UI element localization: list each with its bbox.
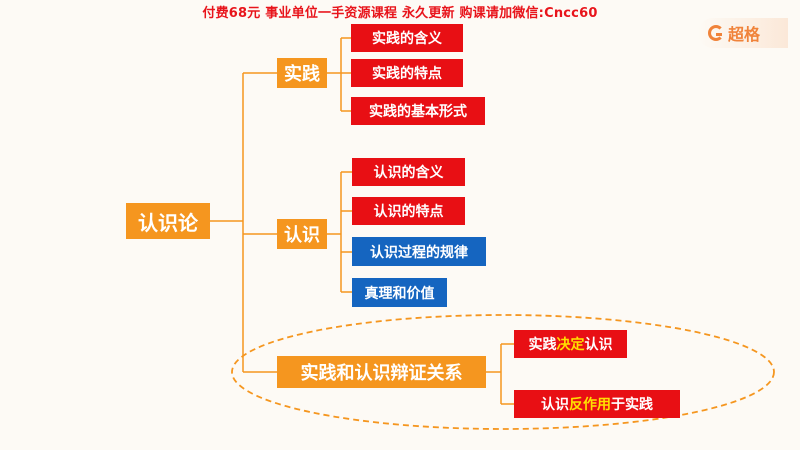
practice-node: 实践: [277, 58, 327, 88]
text-part: 于实践: [611, 397, 653, 413]
logo-icon: [708, 25, 724, 41]
text-part: 认识: [584, 337, 613, 353]
cognition-item: 认识的含义: [352, 158, 465, 186]
cognition-node: 认识: [277, 219, 327, 249]
brand-logo: 超格: [698, 18, 788, 48]
highlight-text: 决定: [556, 337, 585, 353]
text-part: 实践: [528, 337, 557, 353]
dialectic-item-react: 认识反作用于实践: [514, 390, 680, 418]
highlight-ellipse: [231, 314, 775, 430]
promo-banner: 付费68元 事业单位一手资源课程 永久更新 购课请加微信:Cncc60: [202, 6, 598, 21]
highlight-text: 反作用: [569, 397, 611, 413]
dialectic-item-decide: 实践决定认识: [514, 330, 627, 358]
text-part: 认识: [541, 397, 569, 413]
dialectic-node: 实践和认识辩证关系: [277, 356, 486, 388]
logo-name: 超格: [728, 25, 761, 44]
cognition-item: 真理和价值: [352, 278, 447, 307]
practice-item: 实践的基本形式: [351, 97, 485, 125]
practice-item: 实践的特点: [351, 59, 463, 87]
cognition-item: 认识的特点: [352, 197, 465, 225]
cognition-item: 认识过程的规律: [352, 237, 486, 266]
root-node: 认识论: [126, 203, 210, 239]
practice-item: 实践的含义: [351, 24, 463, 52]
